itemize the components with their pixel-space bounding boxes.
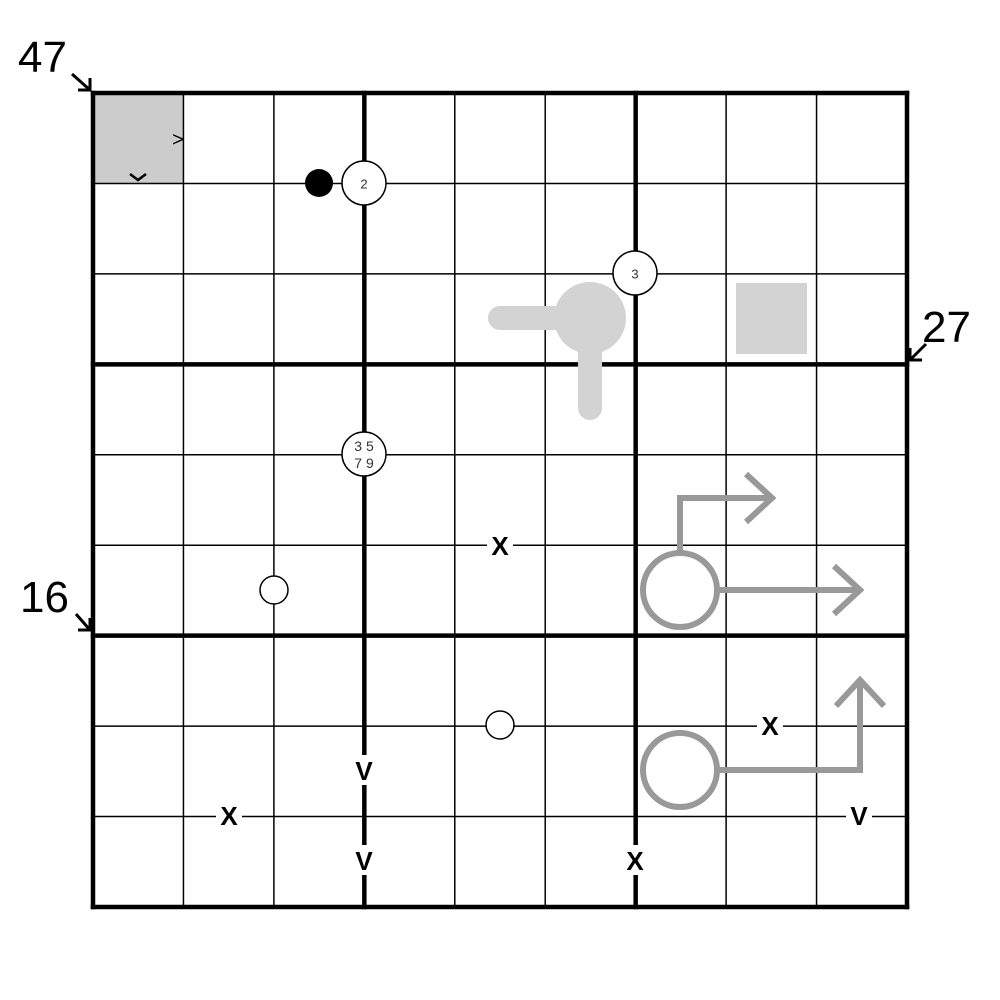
xv-background <box>757 710 783 740</box>
cell-r8c4[interactable] <box>364 726 454 816</box>
v-clue: V <box>355 756 373 786</box>
gray-bulb <box>554 282 626 354</box>
cell-r4c7[interactable] <box>636 364 726 454</box>
cell-r1c7[interactable] <box>636 93 726 183</box>
cell-r2c5[interactable] <box>455 183 545 273</box>
outside-clue: 16 <box>20 573 69 622</box>
x-clue: X <box>491 531 509 561</box>
v-clue: V <box>850 801 868 831</box>
circle-clue <box>341 160 387 206</box>
outside-clue: 47 <box>18 33 67 82</box>
cell-r5c1[interactable] <box>93 455 183 545</box>
cell-r3c4[interactable] <box>364 274 454 364</box>
cell-r3c2[interactable] <box>183 274 273 364</box>
cell-r2c2[interactable] <box>183 183 273 273</box>
circle-clue <box>612 250 658 296</box>
inequality-down-icon <box>129 173 147 182</box>
cell-r5c2[interactable] <box>183 455 273 545</box>
cell-r4c9[interactable] <box>817 364 907 454</box>
black-dot <box>305 169 333 197</box>
cell-r7c4[interactable] <box>364 636 454 726</box>
cell-r3c9[interactable] <box>817 274 907 364</box>
x-clue: X <box>626 846 644 876</box>
white-dot <box>485 710 515 740</box>
xv-background <box>622 845 648 875</box>
cell-r8c3[interactable] <box>274 726 364 816</box>
xv-background <box>846 800 872 830</box>
diagonal-arrow-icon <box>71 72 92 92</box>
cell-r6c4[interactable] <box>364 545 454 635</box>
cell-r5c6[interactable] <box>545 455 635 545</box>
cell-r1c5[interactable] <box>455 93 545 183</box>
x-clue: X <box>220 801 238 831</box>
cell-r4c8[interactable] <box>726 364 816 454</box>
cell-r8c1[interactable] <box>93 726 183 816</box>
cell-r6c1[interactable] <box>93 545 183 635</box>
quad-clue <box>341 431 387 477</box>
diagonal-arrow-icon <box>908 342 928 362</box>
cell-r4c5[interactable] <box>455 364 545 454</box>
cell-r1c9[interactable] <box>817 93 907 183</box>
cell-r2c1[interactable] <box>93 183 183 273</box>
cell-r7c7[interactable] <box>636 636 726 726</box>
cell-r6c6[interactable] <box>545 545 635 635</box>
cell-r1c8[interactable] <box>726 93 816 183</box>
cell-r1c2[interactable] <box>183 93 273 183</box>
xv-background <box>351 755 377 785</box>
outside-clue: 27 <box>922 303 971 352</box>
cell-r3c1[interactable] <box>93 274 183 364</box>
diagonal-arrow-icon <box>74 613 92 632</box>
cell-r2c8[interactable] <box>726 183 816 273</box>
cell-r9c8[interactable] <box>726 817 816 907</box>
x-clue: X <box>761 711 779 741</box>
shaded-cell <box>93 93 184 184</box>
cell-r7c6[interactable] <box>545 636 635 726</box>
circle-clue-text: 3 <box>631 267 638 282</box>
v-clue: V <box>355 846 373 876</box>
cell-r2c9[interactable] <box>817 183 907 273</box>
quad-clue-bottom: 7 9 <box>354 455 374 471</box>
cell-r8c7[interactable] <box>636 726 726 816</box>
gray-square <box>736 283 807 354</box>
cell-r5c9[interactable] <box>817 455 907 545</box>
cell-r9c5[interactable] <box>455 817 545 907</box>
xv-background <box>351 845 377 875</box>
cell-r7c2[interactable] <box>183 636 273 726</box>
white-dot <box>259 575 289 605</box>
xv-background <box>216 800 242 830</box>
arrow-up-right <box>677 471 777 553</box>
arrow-right-up <box>717 675 887 773</box>
cell-r9c7[interactable] <box>636 817 726 907</box>
cell-r9c1[interactable] <box>93 817 183 907</box>
xv-background <box>487 530 513 560</box>
cell-r1c1[interactable] <box>93 93 183 183</box>
cell-r8c6[interactable] <box>545 726 635 816</box>
cell-r9c4[interactable] <box>364 817 454 907</box>
circle-clue-text: 2 <box>360 177 367 192</box>
arrow-right-1 <box>717 563 865 617</box>
quad-clue-top: 3 5 <box>354 438 374 454</box>
cell-r4c1[interactable] <box>93 364 183 454</box>
cell-r7c3[interactable] <box>274 636 364 726</box>
cell-r6c7[interactable] <box>636 545 726 635</box>
cell-r3c3[interactable] <box>274 274 364 364</box>
cell-r7c1[interactable] <box>93 636 183 726</box>
grid-cells <box>93 93 907 907</box>
grid-lines <box>90 90 910 910</box>
inequality-greater: > <box>172 129 184 151</box>
cell-r1c6[interactable] <box>545 93 635 183</box>
cell-r4c2[interactable] <box>183 364 273 454</box>
cell-r9c3[interactable] <box>274 817 364 907</box>
